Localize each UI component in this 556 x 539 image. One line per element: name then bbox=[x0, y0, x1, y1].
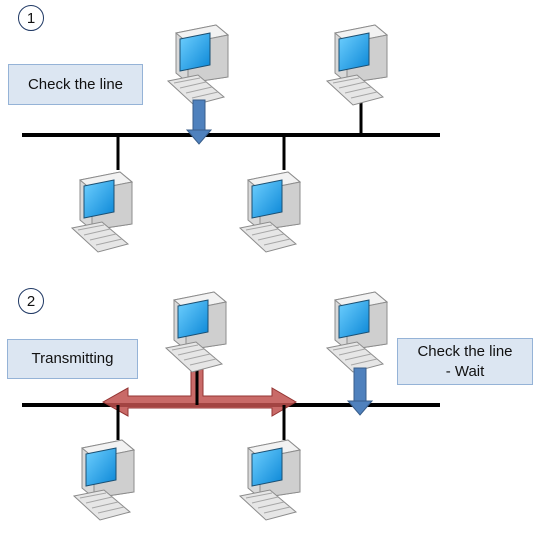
label-text: Check the line bbox=[27, 75, 124, 93]
step-number: 2 bbox=[18, 288, 44, 314]
check-line-label: Check the line bbox=[8, 64, 143, 105]
label-text: Check the line bbox=[417, 342, 513, 360]
label-text: Transmitting bbox=[31, 350, 114, 367]
desktop-computer-icon bbox=[326, 291, 388, 373]
check-arrow bbox=[185, 99, 213, 145]
desktop-computer-icon bbox=[239, 439, 301, 521]
transmit-arrow bbox=[101, 357, 297, 417]
desktop-computer-icon bbox=[167, 24, 229, 106]
check-arrow bbox=[346, 367, 374, 416]
desktop-computer-icon bbox=[73, 439, 135, 521]
panel-1 bbox=[22, 24, 440, 253]
desktop-computer-icon bbox=[165, 291, 227, 373]
check-line-wait-label: Check the line - Wait bbox=[397, 338, 533, 385]
transmitting-label: Transmitting bbox=[7, 339, 138, 379]
step-number: 1 bbox=[18, 5, 44, 31]
panel-2 bbox=[22, 291, 440, 521]
label-text: - Wait bbox=[445, 362, 485, 380]
desktop-computer-icon bbox=[326, 24, 388, 106]
desktop-computer-icon bbox=[239, 171, 301, 253]
desktop-computer-icon bbox=[71, 171, 133, 253]
